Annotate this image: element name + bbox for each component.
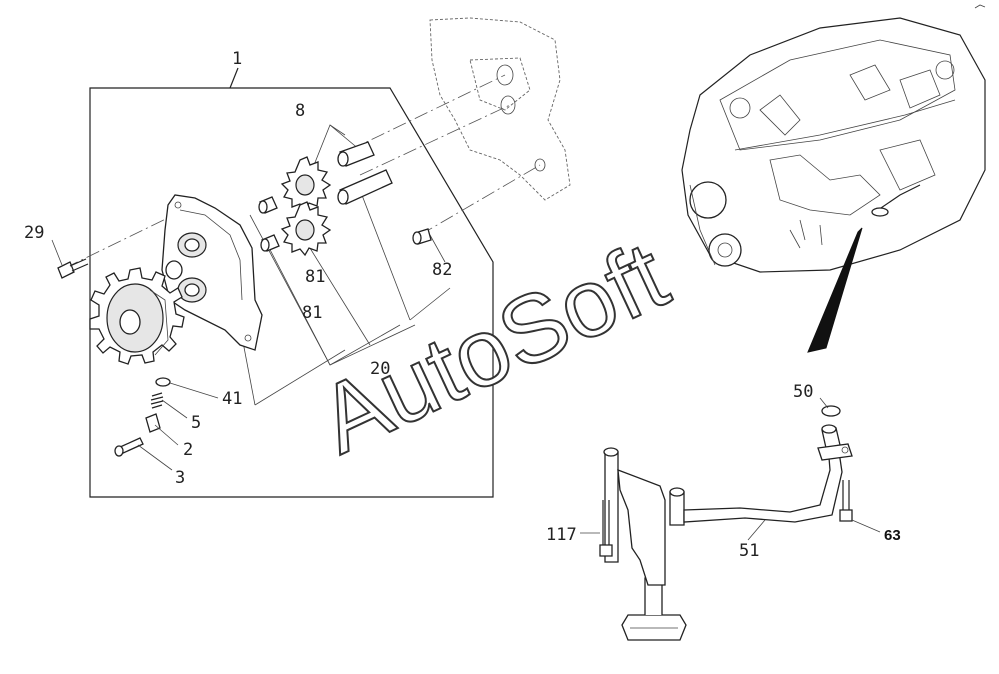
callout-63: 63: [884, 527, 901, 544]
plunger-2: [145, 413, 161, 433]
callout-41: 41: [222, 389, 242, 409]
bolt-63: [839, 480, 853, 522]
oil-pump-group-frame: [89, 87, 494, 498]
o-ring-41: [155, 377, 171, 387]
callout-81-lower: 81: [302, 303, 322, 323]
rotor-gear-lower: [280, 201, 332, 257]
callout-81-upper: 81: [305, 267, 325, 287]
leader-lines: [234, 124, 451, 406]
engine-block-outline: [429, 17, 571, 201]
callout-82: 82: [432, 260, 452, 280]
shaft-lower: [337, 169, 393, 205]
callout-3: 3: [175, 468, 185, 488]
callout-117: 117: [546, 525, 577, 545]
bolt-117: [599, 500, 613, 557]
callout-20: 20: [370, 359, 390, 379]
callout-leaders: [51, 239, 219, 471]
callout-50: 50: [793, 382, 813, 402]
pin-lower: [260, 234, 280, 252]
callout-2: 2: [183, 440, 193, 460]
engine-assembly: [681, 17, 986, 273]
alignment-lines: [64, 74, 541, 269]
oil-pipe-assembly: [603, 405, 853, 641]
callout-8: 8: [295, 101, 305, 121]
callout-29: 29: [24, 223, 44, 243]
shaft-upper: [337, 141, 375, 167]
corner-mark: [974, 4, 986, 9]
callout-5: 5: [191, 413, 201, 433]
pointer-wedge: [807, 227, 863, 353]
rotor-gear-upper: [280, 156, 332, 212]
callout-51: 51: [739, 541, 759, 561]
assembly-leaders: [580, 397, 881, 541]
pin-3: [114, 437, 144, 457]
callout-1: 1: [232, 49, 242, 69]
oil-pump-body: [161, 194, 263, 351]
bushing-82: [412, 228, 432, 245]
drive-gear: [89, 267, 185, 365]
spring-5: [150, 392, 164, 409]
bolt-29: [57, 258, 89, 279]
pin-upper: [258, 196, 278, 214]
